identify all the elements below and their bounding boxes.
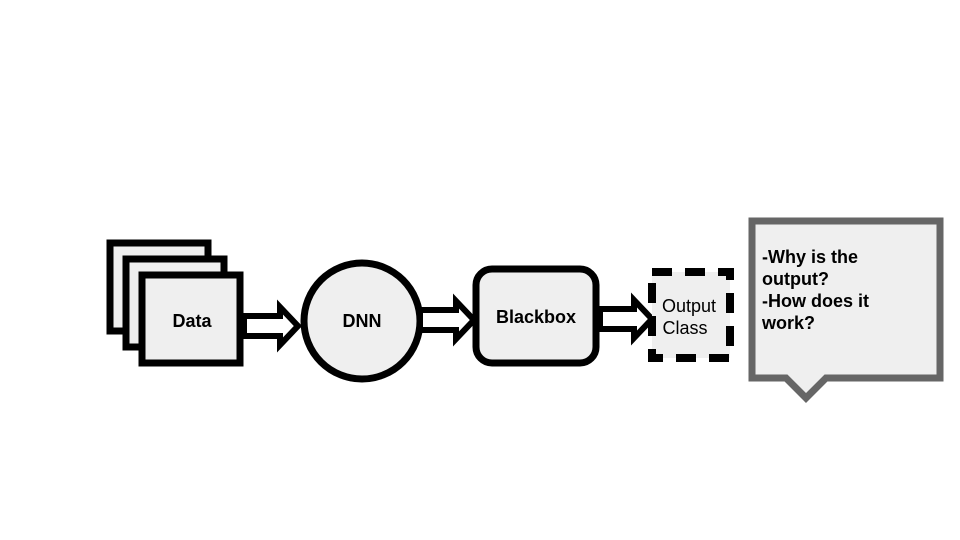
- callout-line-3: -How does it: [762, 291, 869, 311]
- dnn-node: DNN: [300, 259, 424, 383]
- callout-bubble: [748, 217, 944, 403]
- arrow-data-to-dnn: [241, 299, 303, 353]
- question-callout: -Why is the output? -How does it work?: [748, 217, 944, 403]
- blackbox-rect: [472, 265, 600, 367]
- dnn-label: DNN: [343, 311, 382, 331]
- callout-line-1: -Why is the: [762, 247, 858, 267]
- output-class-box: [648, 268, 734, 362]
- arrow-blackbox-to-output: [597, 292, 657, 346]
- output-class-node: Output Class: [648, 268, 734, 362]
- output-class-line2: Class: [662, 318, 707, 338]
- callout-line-2: output?: [762, 269, 829, 289]
- blackbox-label: Blackbox: [496, 307, 576, 327]
- arrow-dnn-to-blackbox: [417, 293, 479, 347]
- data-stack: Data: [106, 239, 244, 367]
- blackbox-node: Blackbox: [472, 265, 600, 367]
- callout-line-4: work?: [761, 313, 815, 333]
- data-label: Data: [172, 311, 212, 331]
- data-card-front: [138, 271, 244, 367]
- output-class-line1: Output: [662, 296, 716, 316]
